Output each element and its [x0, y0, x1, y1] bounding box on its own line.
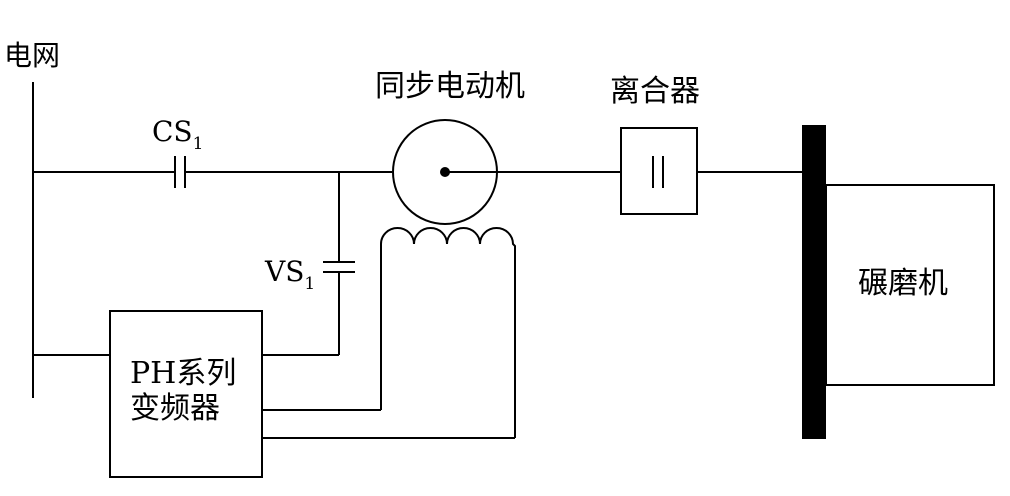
vfd-label-line1: PH系列 [130, 356, 236, 391]
cs1-label: CS1 [152, 115, 203, 154]
vfd-box [109, 310, 263, 478]
clutch-label: 离合器 [610, 74, 700, 109]
grid-label: 电网 [4, 39, 60, 72]
vs1-label-sub: 1 [304, 274, 315, 294]
mill-box [825, 184, 995, 386]
motor-label: 同步电动机 [375, 69, 525, 104]
excitation-coil [380, 227, 516, 438]
cs1-label-sub: 1 [193, 134, 204, 154]
vfd-label-line2: 变频器 [130, 391, 220, 426]
vs1-label-main: VS [264, 255, 304, 288]
cs1-label-main: CS [152, 115, 193, 148]
clutch-box [620, 127, 698, 215]
mill-label: 碾磨机 [858, 266, 948, 301]
mill-flange-bar [802, 125, 826, 439]
vs1-label: VS1 [264, 255, 315, 294]
